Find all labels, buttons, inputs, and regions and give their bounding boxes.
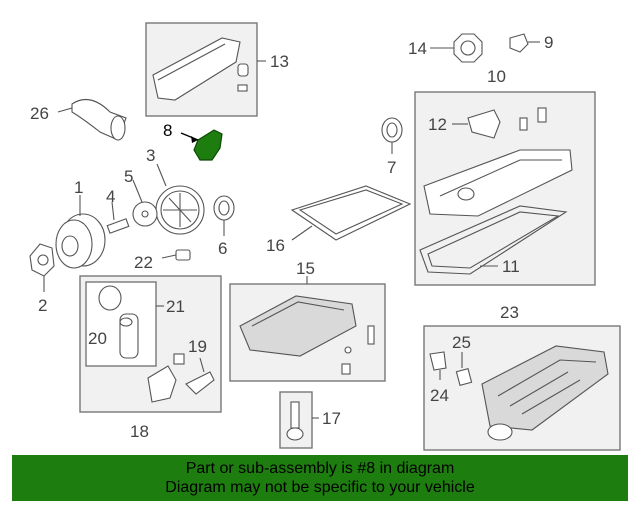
part-9: 9 — [509, 33, 553, 53]
callout-19[interactable]: 19 — [188, 337, 207, 356]
callout-23[interactable]: 23 — [500, 303, 519, 322]
callout-8[interactable]: 8 — [163, 121, 172, 140]
callout-15[interactable]: 15 — [296, 259, 315, 278]
callout-25[interactable]: 25 — [452, 333, 471, 352]
part-26: 26 — [30, 98, 127, 141]
callout-18[interactable]: 18 — [130, 422, 149, 441]
part-3-pulley: 3 — [146, 146, 205, 235]
box-23: 23 24 25 — [423, 303, 621, 451]
part-2-hub: 2 — [29, 243, 55, 315]
part-8-camshaft-sensor[interactable]: 8 — [163, 121, 223, 161]
banner-line-2: Diagram may not be specific to your vehi… — [165, 479, 475, 496]
callout-26[interactable]: 26 — [30, 104, 49, 123]
exploded-parts-diagram: 13 26 8 3 6 5 4 — [29, 22, 621, 451]
box-10: 10 12 11 — [414, 67, 596, 286]
callout-13[interactable]: 13 — [270, 52, 289, 71]
part-22: 22 — [134, 249, 191, 272]
callout-20[interactable]: 20 — [88, 329, 107, 348]
part-4-bolt: 4 — [106, 187, 130, 234]
callout-4[interactable]: 4 — [106, 187, 115, 206]
callout-10[interactable]: 10 — [487, 67, 506, 86]
callout-9[interactable]: 9 — [544, 33, 553, 52]
callout-16[interactable]: 16 — [266, 236, 285, 255]
callout-2[interactable]: 2 — [38, 296, 47, 315]
callout-1[interactable]: 1 — [74, 178, 83, 197]
part-16-gasket: 16 — [266, 185, 412, 255]
part-7-seal: 7 — [381, 117, 403, 177]
part-14: 14 — [408, 33, 483, 63]
callout-22[interactable]: 22 — [134, 253, 153, 272]
part-5: 5 — [124, 167, 158, 227]
box-13: 13 — [145, 22, 289, 117]
callout-3[interactable]: 3 — [146, 146, 155, 165]
part-6-seal: 6 — [213, 195, 235, 258]
box-18: 21 20 19 18 — [79, 275, 222, 441]
callout-7[interactable]: 7 — [387, 158, 396, 177]
callout-17[interactable]: 17 — [322, 409, 341, 428]
part-1-damper: 1 — [55, 178, 106, 269]
callout-12[interactable]: 12 — [428, 115, 447, 134]
callout-11[interactable]: 11 — [502, 257, 520, 276]
box-15: 15 — [229, 259, 386, 382]
callout-21[interactable]: 21 — [166, 297, 185, 316]
callout-6[interactable]: 6 — [218, 239, 227, 258]
box-17: 17 — [279, 391, 341, 449]
callout-14[interactable]: 14 — [408, 39, 427, 58]
banner-line-1: Part or sub-assembly is #8 in diagram — [185, 460, 455, 477]
callout-5[interactable]: 5 — [124, 167, 133, 186]
info-banner: Part or sub-assembly is #8 in diagram Di… — [12, 455, 628, 501]
callout-24[interactable]: 24 — [430, 386, 449, 405]
